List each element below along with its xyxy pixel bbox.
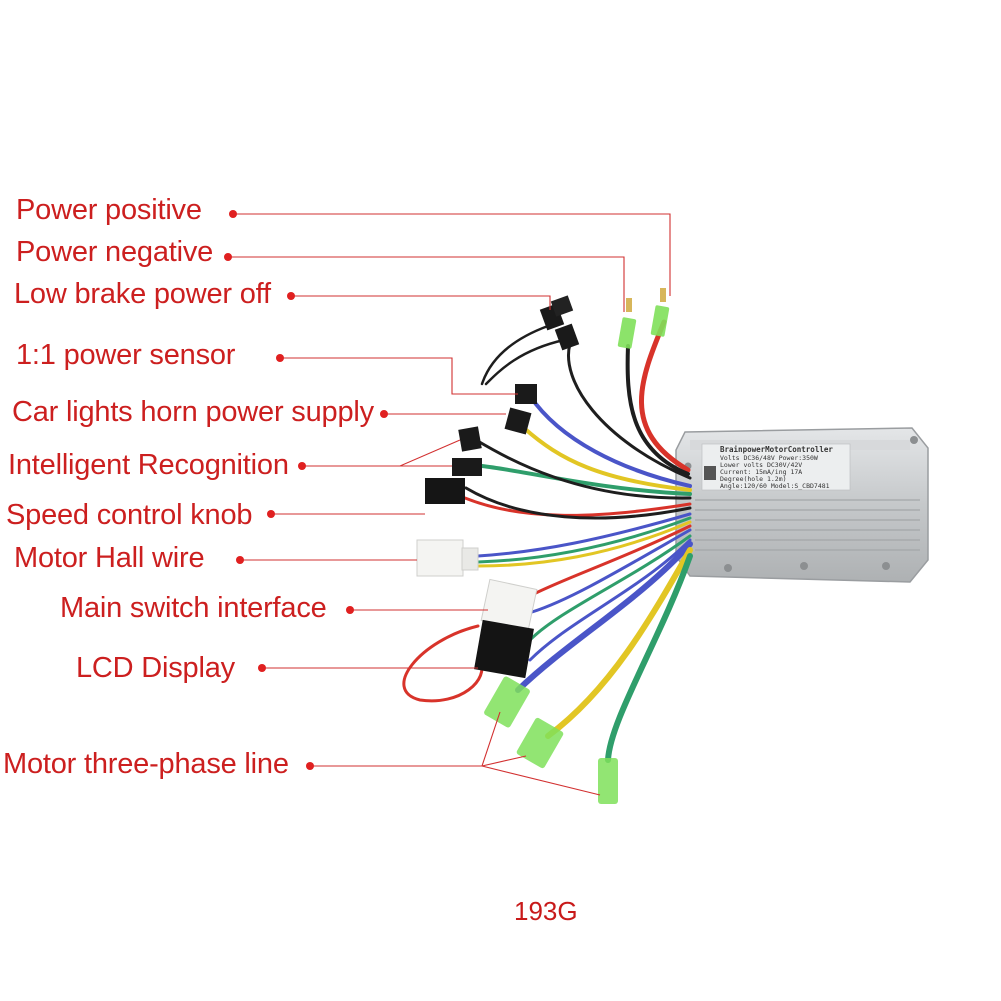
label-power-sensor: 1:1 power sensor [16,339,236,371]
dot-power-sensor [276,354,284,362]
leader-phase-a [481,711,501,767]
leader-power-positive [233,213,671,296]
leader-phase-c [481,765,601,796]
dot-lcd [258,664,266,672]
wire-black-brake2 [480,324,550,386]
lcd-connector [474,619,534,679]
spec-plate-text: BrainpowerMotorController Volts DC36/48V… [720,445,833,490]
wire-yellow-horn [522,426,692,492]
heat-fins [695,499,920,551]
label-motor-three-phase-line: Motor three-phase line [3,748,289,780]
label-lcd-display: LCD Display [76,652,235,684]
hall-connector [416,539,464,577]
wire-switch-red [528,524,692,598]
wire-switch-blue [530,528,692,614]
brand-logo-icon [704,466,716,480]
speed-knob-connector [425,478,465,504]
horn-connector [504,407,532,435]
wire-phase-yellow [545,547,693,739]
wire-black-knob [464,486,692,520]
leader-recog-a [302,439,461,467]
label-motor-hall-wire: Motor Hall wire [14,542,205,574]
wire-black-brake3 [484,338,566,386]
dot-lights-horn [380,410,388,418]
label-speed-control-knob: Speed control knob [6,499,253,531]
wire-hall-yellow [476,520,692,568]
plate-line-2: Lower volts DC30V/42V [720,461,802,469]
wire-black-recog [474,438,692,500]
label-intelligent-recognition: Intelligent Recognition [8,449,289,481]
wire-lcd-blue [528,538,692,662]
positive-terminal [650,305,670,337]
spec-plate [701,443,851,491]
plate-title: BrainpowerMotorController [720,445,833,454]
dot-phase [306,762,314,770]
wire-phase-blue [515,541,693,693]
connectors [416,288,670,804]
wire-phase-green [605,553,693,763]
leader-lines [228,213,671,796]
negative-terminal [617,317,637,349]
leader-phase-b [481,755,527,767]
dot-power-negative [224,253,232,261]
wire-red-loop [402,624,484,703]
phase-terminal-green [598,758,618,804]
label-power-negative: Power negative [16,236,214,268]
wire-green-recog [480,464,692,496]
leader-low-brake [291,295,551,310]
label-power-positive: Power positive [16,194,202,226]
model-number: 193G [514,896,578,926]
wire-blue-lights [528,394,692,488]
plate-line-5: Angle:120/60 Model:S_CBD7481 [720,482,830,490]
wire-black-brake [567,342,692,480]
label-main-switch-interface: Main switch interface [60,592,327,624]
phase-terminal-blue [484,676,530,728]
dot-recognition [298,462,306,470]
recognition-connector-b [452,458,482,476]
leader-power-negative [228,256,625,312]
wire-hall-blue [476,512,692,558]
phase-terminal-yellow [516,717,564,769]
brake-connector-right [554,323,580,351]
lights-connector [515,384,537,404]
controller-housing [675,427,929,583]
leader-dots [224,210,388,770]
plate-line-4: Degree(hole 1.2m) [720,475,787,483]
wire-lcd-green [528,534,692,642]
wire-hall-green [476,516,692,564]
dot-power-positive [229,210,237,218]
leader-power-sensor [280,357,518,395]
wire-red-power [639,319,691,473]
wire-black-power [625,344,690,476]
dot-main-switch [346,606,354,614]
label-car-lights-horn: Car lights horn power supply [12,396,374,428]
plate-line-1: Volts DC36/48V Power:350W [720,454,818,462]
dot-low-brake [287,292,295,300]
dot-speed-knob [267,510,275,518]
recognition-connector-a [458,426,482,452]
dot-hall [236,556,244,564]
plate-line-3: Current: 15mA/ing 17A [720,468,802,476]
wire-bundle [402,319,693,763]
label-low-brake-power-off: Low brake power off [14,278,271,310]
